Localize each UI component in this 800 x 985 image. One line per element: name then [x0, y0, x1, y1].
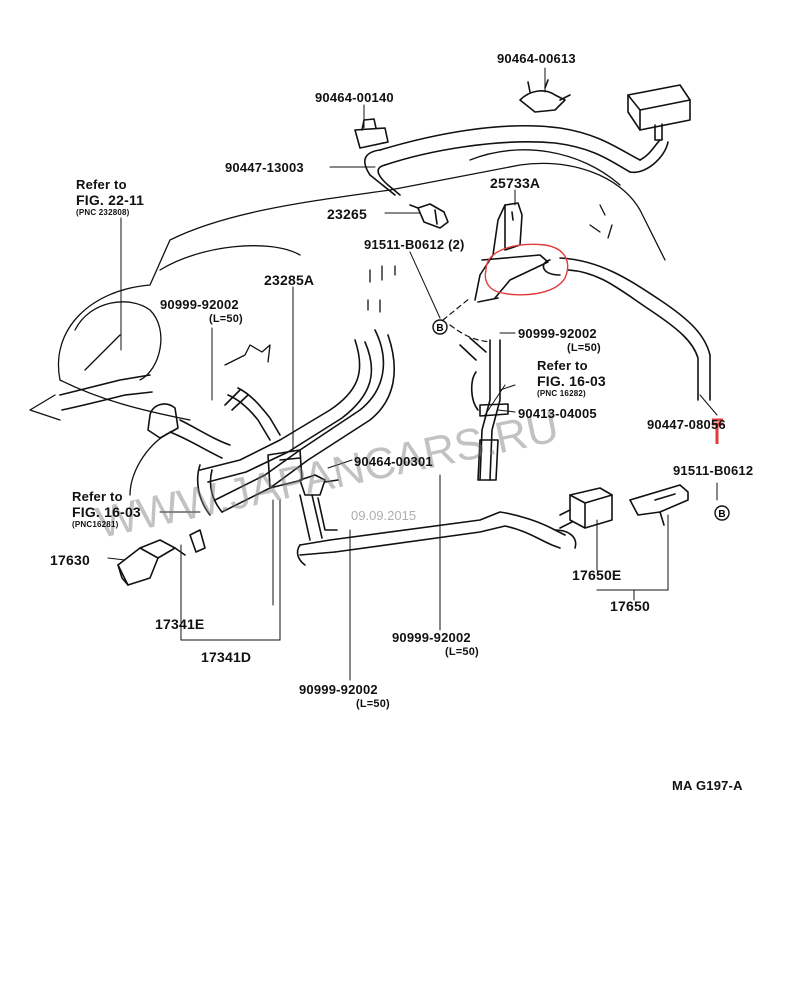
label-90999-92002-bottom-length: (L=50)	[356, 698, 390, 710]
ref2-line2: FIG. 16-03	[537, 373, 606, 389]
label-90447-13003: 90447-13003	[225, 160, 304, 175]
engine-outline	[29, 149, 666, 496]
label-17341E: 17341E	[155, 616, 205, 632]
relay-17650E	[559, 487, 613, 529]
label-90999-92002-left: 90999-92002	[160, 297, 239, 312]
label-90999-92002-top: 90999-92002	[518, 326, 597, 341]
label-90999-92002-bottom: 90999-92002	[299, 682, 378, 697]
vsv-23265	[409, 203, 449, 229]
label-17650E: 17650E	[572, 567, 622, 583]
label-17630: 17630	[50, 552, 90, 568]
diagram-code: MA G197-A	[672, 778, 743, 793]
b-marker-left: B	[432, 319, 448, 335]
label-90999-92002-left-length: (L=50)	[209, 313, 243, 325]
label-17341D: 17341D	[201, 649, 252, 665]
lower-left-hoses	[299, 494, 338, 541]
label-90999-92002-mid: 90999-92002	[392, 630, 471, 645]
label-90464-00613: 90464-00613	[497, 51, 576, 66]
label-25733A: 25733A	[490, 175, 541, 191]
pipe-run	[296, 511, 577, 566]
label-23265: 23265	[327, 206, 367, 222]
hose-90447-08056	[542, 257, 711, 401]
label-91511-B0612-2: 91511-B0612 (2)	[364, 237, 465, 252]
ref2-line1: Refer to	[537, 358, 588, 373]
svg-text:B: B	[436, 323, 443, 334]
watermark-date: 09.09.2015	[351, 508, 417, 523]
ref3-line2: FIG. 16-03	[72, 504, 141, 520]
sensor-17630	[117, 529, 206, 586]
ref1-line2: FIG. 22-11	[76, 192, 145, 208]
clip-90464-00613	[519, 79, 571, 113]
label-90999-92002-mid-length: (L=50)	[445, 646, 479, 658]
b-marker-right: B	[714, 505, 730, 521]
label-90464-00140: 90464-00140	[315, 90, 394, 105]
ref3-pnc: (PNC16281)	[72, 520, 119, 529]
ref2-pnc: (PNC 16282)	[537, 389, 586, 398]
label-17650: 17650	[610, 598, 650, 614]
ref1-line1: Refer to	[76, 177, 127, 192]
left-hoses	[169, 329, 395, 516]
label-91511-B0612: 91511-B0612	[673, 463, 754, 478]
bracket-17650	[629, 484, 689, 526]
label-90999-92002-top-length: (L=50)	[567, 342, 601, 354]
bracket-25733A	[474, 202, 549, 303]
annotation-highlight	[484, 243, 723, 444]
vacuum-box	[627, 84, 691, 141]
label-90413-04005: 90413-04005	[518, 406, 597, 421]
center-hoses	[459, 337, 509, 481]
label-90464-00301: 90464-00301	[354, 454, 433, 469]
label-90447-08056: 90447-08056	[647, 417, 726, 432]
hose-90447-13003	[364, 124, 669, 196]
clip-90464-00301	[299, 474, 339, 496]
leader-lines	[107, 67, 718, 681]
b-connectors	[442, 297, 491, 343]
clip-90464-00140	[354, 118, 389, 149]
ref3-line1: Refer to	[72, 489, 123, 504]
ref1-pnc: (PNC 232808)	[76, 208, 130, 217]
left-side-hose	[59, 374, 179, 439]
svg-text:B: B	[718, 509, 725, 520]
label-23285A: 23285A	[264, 272, 315, 288]
